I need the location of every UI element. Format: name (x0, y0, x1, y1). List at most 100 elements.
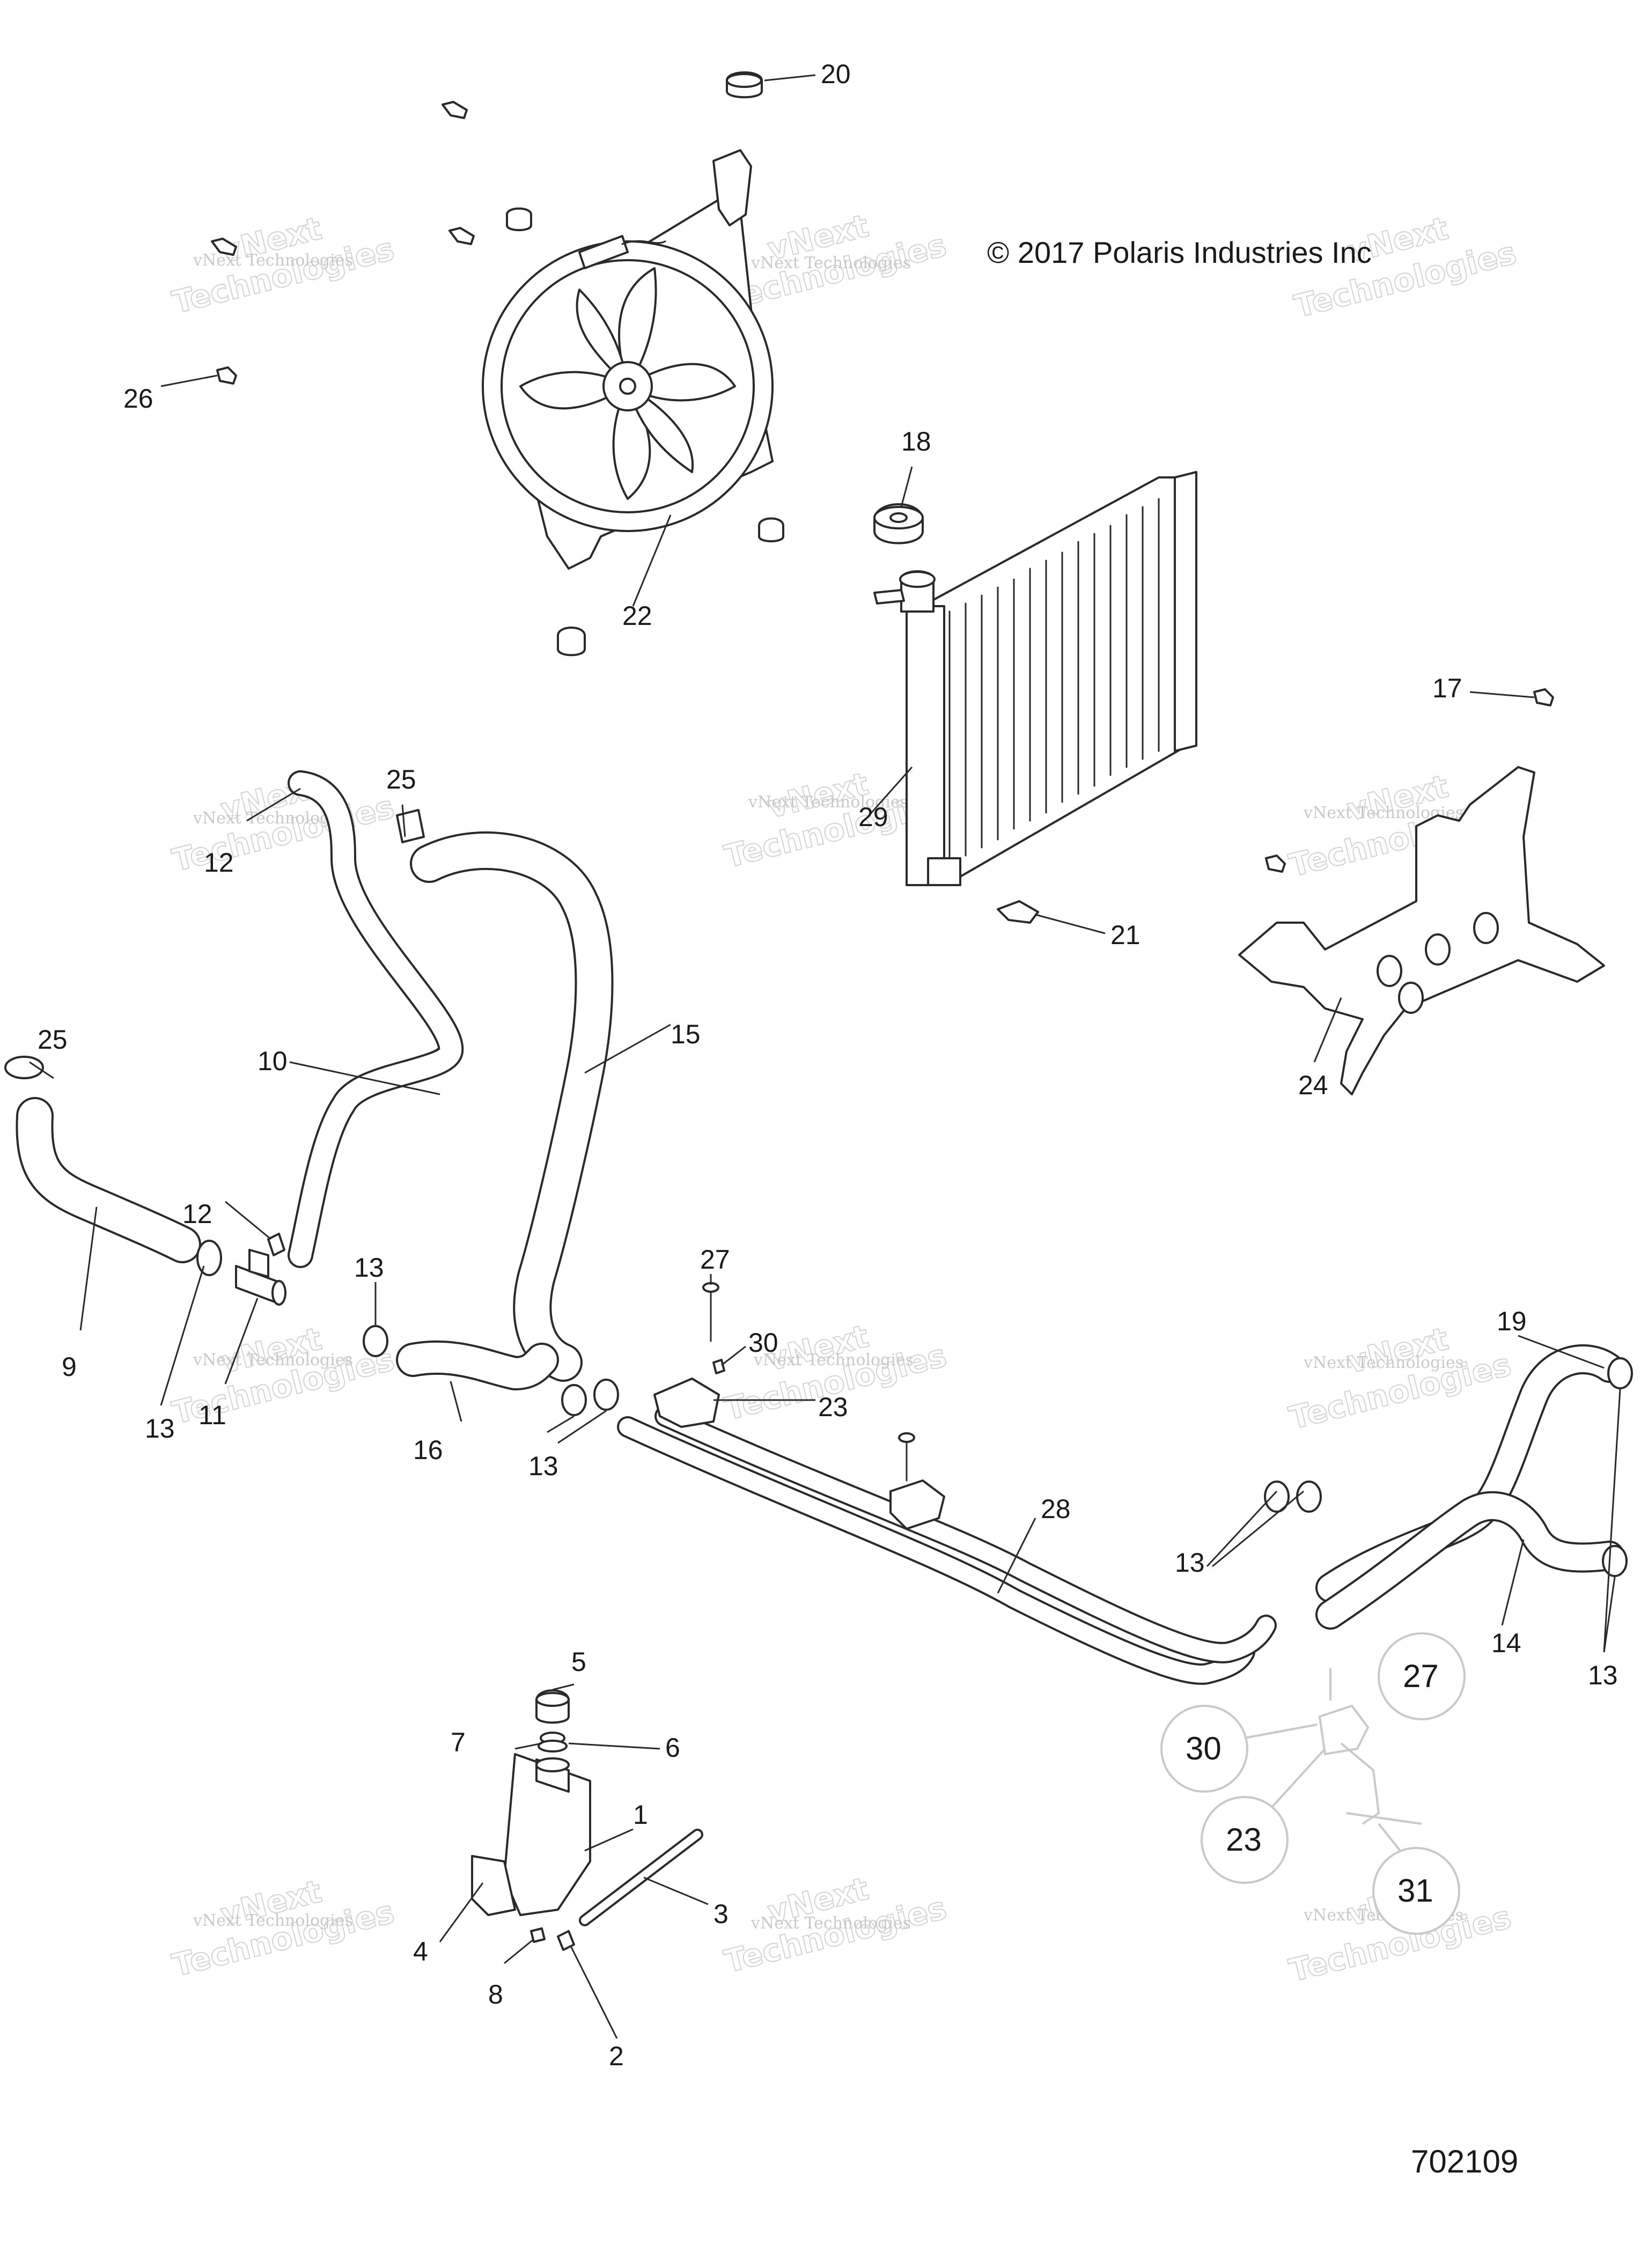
callout-12-mid: 12 (182, 1199, 212, 1229)
hose-16 (396, 1340, 559, 1390)
callout-15: 15 (671, 1019, 701, 1049)
drain-plug (997, 900, 1039, 924)
callout-18: 18 (901, 426, 931, 456)
detail-circle-30 (1160, 1705, 1248, 1793)
callout-20: 20 (821, 59, 851, 89)
callout-31: 31 (1397, 1873, 1433, 1909)
clamp-13a (196, 1240, 222, 1276)
detail-circle-31 (1372, 1847, 1460, 1935)
hose-14 (1315, 1491, 1624, 1630)
clamp-25b (396, 809, 425, 843)
callout-7: 7 (451, 1727, 466, 1757)
screw-30 (712, 1359, 725, 1374)
screw-8 (530, 1927, 546, 1943)
screw-26 (216, 366, 237, 385)
clip-23b (889, 1479, 945, 1530)
callout-21: 21 (1110, 920, 1141, 950)
radiator-overflow-nipple (873, 589, 905, 605)
fitting-12 (267, 1233, 285, 1256)
clamp-13e (1264, 1481, 1290, 1513)
fan-motor-connector (578, 235, 629, 269)
callout-5: 5 (571, 1647, 586, 1677)
leader-lines (29, 74, 1621, 2039)
watermark-small-10: vNext Technologies (193, 1911, 353, 1930)
radiator-cap (873, 503, 924, 544)
clip-23a (653, 1378, 720, 1428)
drawing-number: 702109 (1411, 2144, 1518, 2179)
callout-25-left: 25 (38, 1025, 68, 1055)
callout-13-center: 13 (528, 1451, 558, 1481)
callout-10: 10 (258, 1046, 288, 1076)
reservoir-bracket-4 (471, 1855, 516, 1916)
fan-shroud-assembly (482, 149, 774, 570)
screw-mid-left (448, 227, 475, 245)
coolant-pipes (617, 1405, 1277, 1685)
hose-clamps (4, 809, 1633, 1577)
bolt-bracket (1265, 855, 1286, 873)
callout-9: 9 (62, 1352, 77, 1382)
callouts: 20 22 18 26 29 21 17 24 25 12 25 10 15 1… (38, 59, 1618, 2071)
clamp-13h (1602, 1545, 1628, 1577)
callout-1: 1 (633, 1800, 648, 1830)
radiator-right-tank (1174, 471, 1197, 752)
gasket-7 (538, 1740, 568, 1752)
watermark-small-9: vNext Technologies (1303, 1353, 1463, 1372)
clamp-13c (561, 1384, 587, 1416)
coolant-reservoir (471, 1689, 703, 1951)
grommet-right (758, 517, 784, 542)
callout-28: 28 (1041, 1494, 1071, 1524)
fitting-2 (557, 1930, 575, 1951)
watermark-small-1: vNext Technologies (193, 251, 353, 270)
hose-10 (288, 770, 464, 1268)
callout-24: 24 (1298, 1070, 1328, 1100)
callout-13-right: 13 (1175, 1548, 1205, 1578)
grommet-top (506, 207, 532, 231)
callout-19: 19 (1497, 1306, 1527, 1336)
ghost-detail (1160, 1632, 1466, 1935)
fan-blades (519, 267, 736, 500)
pipe-clips (653, 1282, 945, 1530)
hose-9 (16, 1097, 201, 1263)
clamp-13f (1296, 1481, 1322, 1513)
callout-2: 2 (609, 2041, 624, 2071)
clamp-13b (363, 1325, 388, 1357)
fan-wire (621, 240, 666, 245)
callout-16: 16 (413, 1435, 443, 1465)
clamp-13d (593, 1379, 619, 1411)
mounting-bracket (1238, 688, 1605, 1095)
watermark-small-11: vNext Technologies (751, 1914, 911, 1933)
callout-30-detail: 30 (1186, 1731, 1222, 1766)
callout-25-top: 25 (386, 764, 416, 794)
callout-14: 14 (1491, 1628, 1521, 1658)
fan-shroud-upper-bracket (712, 149, 752, 226)
copyright-notice: © 2017 Polaris Industries Inc (987, 235, 1372, 269)
clamp-13g (1607, 1357, 1633, 1389)
callout-4: 4 (413, 1936, 428, 1967)
radiator-assembly (873, 471, 1197, 886)
callout-27: 27 (700, 1245, 730, 1275)
callout-3: 3 (713, 1899, 729, 1929)
screw-left-26a (211, 238, 237, 256)
callout-13-mid: 13 (354, 1253, 384, 1283)
radiator-outlet (927, 857, 961, 886)
grommet-bottom (557, 627, 586, 657)
radiator-left-tank (906, 605, 945, 886)
callout-13-far-right: 13 (1588, 1660, 1618, 1690)
callout-23-detail: 23 (1226, 1822, 1262, 1858)
fan-fasteners (211, 71, 784, 657)
fan-hub-center (619, 378, 636, 395)
clamp-25a (4, 1056, 44, 1079)
tee-fitting (235, 1233, 286, 1306)
radiator-core (911, 476, 1197, 881)
callout-27-detail: 27 (1403, 1658, 1439, 1694)
callout-30: 30 (748, 1328, 778, 1358)
detail-circle-27 (1378, 1632, 1466, 1720)
callout-6: 6 (665, 1733, 680, 1763)
callout-8: 8 (488, 1979, 503, 2009)
callout-17: 17 (1432, 673, 1462, 703)
watermark-small-2: vNext Technologies (751, 254, 911, 273)
watermark-small-7: vNext Technologies (193, 1351, 353, 1369)
bolt-17 (1533, 688, 1554, 706)
callout-22: 22 (622, 601, 652, 631)
